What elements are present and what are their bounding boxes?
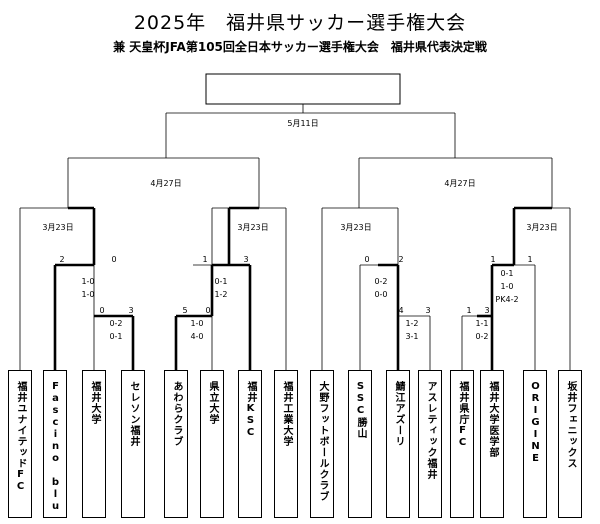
match-half: 1-0 bbox=[81, 290, 94, 299]
team-box: 福井工業大学 bbox=[274, 370, 298, 518]
match-half: 1-0 bbox=[81, 277, 94, 286]
team-box: あわらクラブ bbox=[164, 370, 188, 518]
match-score: 1 bbox=[490, 255, 495, 264]
team-name: SSC勝山 bbox=[355, 381, 366, 439]
date-qf-3: 3月23日 bbox=[340, 223, 371, 232]
team-box: SSC勝山 bbox=[348, 370, 372, 518]
match-score: 3 bbox=[128, 306, 133, 315]
match-score: 3 bbox=[425, 306, 430, 315]
team-name: 大野フットボールクラブ bbox=[317, 381, 328, 502]
date-semi-right: 4月27日 bbox=[444, 179, 475, 188]
match-half: 1-1 bbox=[475, 319, 488, 328]
match-half: 0-1 bbox=[109, 332, 122, 341]
team-box: 大野フットボールクラブ bbox=[310, 370, 334, 518]
team-box: 県立大学 bbox=[200, 370, 224, 518]
team-box: Fascino blu bbox=[43, 370, 67, 518]
match-score: 5 bbox=[182, 306, 187, 315]
match-half: 1-2 bbox=[405, 319, 418, 328]
match-score: 4 bbox=[398, 306, 403, 315]
match-score: 1 bbox=[527, 255, 532, 264]
team-name: セレソン福井 bbox=[128, 381, 139, 447]
team-box: 福井KSC bbox=[238, 370, 262, 518]
match-score: 3 bbox=[484, 306, 489, 315]
match-score: 1 bbox=[466, 306, 471, 315]
match-half: 0-2 bbox=[374, 277, 387, 286]
team-name: 福井工業大学 bbox=[281, 381, 292, 447]
date-qf-4: 3月23日 bbox=[526, 223, 557, 232]
match-score: 0 bbox=[205, 306, 210, 315]
match-half: 0-1 bbox=[214, 277, 227, 286]
team-name: 福井大学 bbox=[89, 381, 100, 425]
team-name: 県立大学 bbox=[207, 381, 218, 425]
team-box: ORIGINE bbox=[523, 370, 547, 518]
match-score: 0 bbox=[364, 255, 369, 264]
team-name: 福井ユナイテッドFC bbox=[15, 381, 26, 493]
match-half: 1-0 bbox=[190, 319, 203, 328]
date-qf-2: 3月23日 bbox=[237, 223, 268, 232]
page-subtitle: 兼 天皇杯JFA第105回全日本サッカー選手権大会 福井県代表決定戦 bbox=[113, 40, 487, 54]
team-box: セレソン福井 bbox=[121, 370, 145, 518]
match-pk: PK4-2 bbox=[495, 295, 518, 304]
match-score: 2 bbox=[398, 255, 403, 264]
page-title: 2025年 福井県サッカー選手権大会 bbox=[133, 12, 467, 34]
team-box: アスレティック福井 bbox=[418, 370, 442, 518]
match-half: 0-1 bbox=[500, 269, 513, 278]
match-score: 3 bbox=[243, 255, 248, 264]
team-box: 鯖江アズーリ bbox=[386, 370, 410, 518]
winner-paths bbox=[53, 206, 552, 370]
team-box: 福井大学 bbox=[82, 370, 106, 518]
team-name: あわらクラブ bbox=[171, 381, 182, 447]
match-half: 3-1 bbox=[405, 332, 418, 341]
match-score: 2 bbox=[59, 255, 64, 264]
match-half: 4-0 bbox=[190, 332, 203, 341]
champion-box bbox=[205, 73, 401, 105]
team-box: 福井大学医学部 bbox=[480, 370, 504, 518]
match-half: 0-2 bbox=[109, 319, 122, 328]
match-score: 0 bbox=[99, 306, 104, 315]
team-name: アスレティック福井 bbox=[425, 381, 436, 480]
match-half: 0-2 bbox=[475, 332, 488, 341]
match-score: 1 bbox=[202, 255, 207, 264]
bracket-lines bbox=[19, 104, 571, 370]
team-box: 福井県庁FC bbox=[450, 370, 474, 518]
date-qf-1: 3月23日 bbox=[42, 223, 73, 232]
team-name: ORIGINE bbox=[530, 381, 541, 465]
team-name: 福井県庁FC bbox=[457, 381, 468, 449]
team-name: 坂井フェニックス bbox=[565, 381, 576, 469]
date-final: 5月11日 bbox=[287, 119, 318, 128]
date-semi-left: 4月27日 bbox=[150, 179, 181, 188]
team-name: Fascino blu bbox=[50, 381, 61, 513]
match-half: 1-2 bbox=[214, 290, 227, 299]
match-half: 0-0 bbox=[374, 290, 387, 299]
team-box: 坂井フェニックス bbox=[558, 370, 582, 518]
team-name: 福井KSC bbox=[245, 381, 256, 439]
team-name: 鯖江アズーリ bbox=[393, 381, 404, 447]
team-box: 福井ユナイテッドFC bbox=[8, 370, 32, 518]
match-half: 1-0 bbox=[500, 282, 513, 291]
match-score: 0 bbox=[111, 255, 116, 264]
team-name: 福井大学医学部 bbox=[487, 381, 498, 458]
